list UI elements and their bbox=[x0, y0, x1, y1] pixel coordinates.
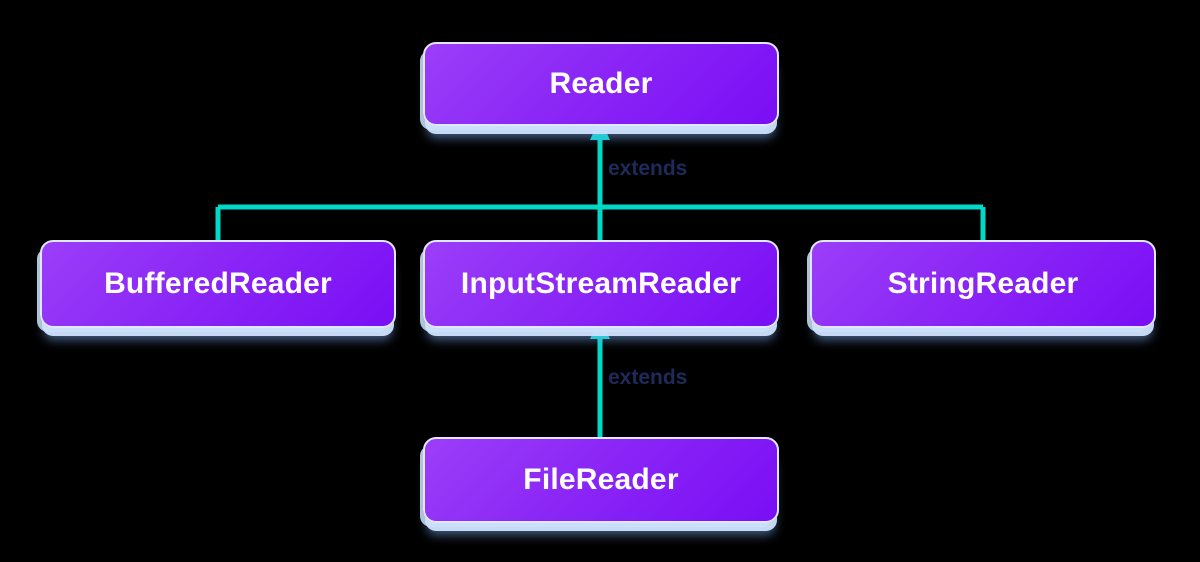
edge-label-extends-reader: extends bbox=[608, 157, 688, 180]
class-node-stringreader[interactable]: StringReader bbox=[810, 240, 1156, 328]
class-node-filereader[interactable]: FileReader bbox=[423, 437, 779, 523]
arrowhead-to-reader bbox=[590, 118, 610, 140]
class-node-label: FileReader bbox=[523, 463, 679, 496]
class-node-label: InputStreamReader bbox=[460, 267, 742, 300]
class-node-bufferedreader[interactable]: BufferedReader bbox=[40, 240, 396, 328]
class-node-label: StringReader bbox=[887, 267, 1079, 300]
class-node-label: Reader bbox=[549, 67, 653, 100]
edge-label-extends-inputstreamreader: extends bbox=[608, 366, 688, 389]
class-node-inputstreamreader[interactable]: InputStreamReader bbox=[423, 240, 779, 328]
arrowhead-to-inputstreamreader bbox=[590, 317, 610, 339]
class-node-reader[interactable]: Reader bbox=[423, 42, 779, 126]
class-node-label: BufferedReader bbox=[104, 267, 332, 300]
